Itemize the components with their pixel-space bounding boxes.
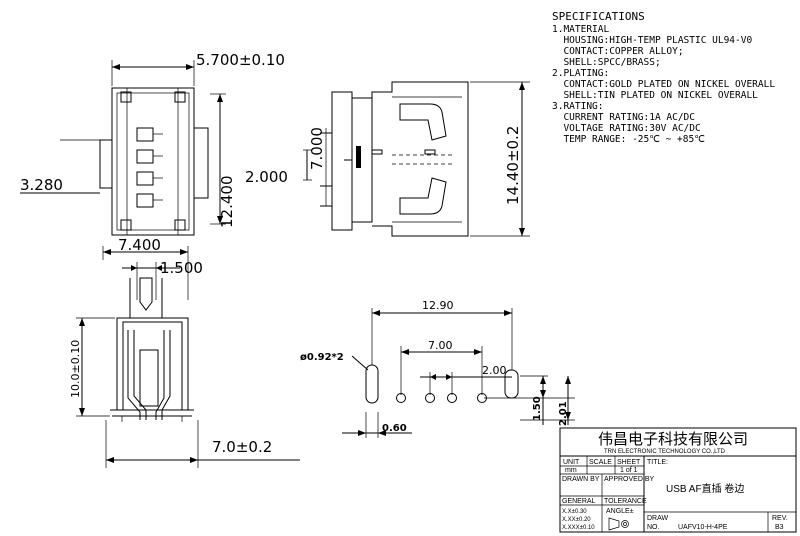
spec-line: VOLTAGE RATING:30V AC/DC bbox=[552, 123, 701, 134]
dim-inner-height: 12.400 bbox=[218, 176, 236, 229]
spec-line: 3.RATING: bbox=[552, 101, 603, 112]
spec-line: HOUSING:HIGH-TEMP PLASTIC UL94-V0 bbox=[552, 35, 752, 46]
side-view bbox=[303, 81, 530, 237]
dim-pin-pitch: 2.000 bbox=[245, 168, 288, 186]
rev-label: REV. bbox=[772, 515, 788, 522]
dim-front-height: 10.0±0.10 bbox=[69, 340, 82, 398]
spec-line: CONTACT:GOLD PLATED ON NICKEL OVERALL bbox=[552, 79, 775, 90]
sheet-label: SHEET bbox=[617, 459, 641, 466]
dim-side-7000: 7.000 bbox=[308, 127, 326, 170]
dim-pcb-7-00: 7.00 bbox=[428, 339, 453, 352]
dim-pcb-12-90: 12.90 bbox=[422, 299, 454, 312]
dim-front-width: 7.400 bbox=[118, 236, 161, 254]
title-label: TITLE: bbox=[647, 459, 668, 466]
sheet-value: 1 of 1 bbox=[620, 467, 638, 474]
dim-pcb-0-60: 0.60 bbox=[382, 423, 407, 434]
top-view bbox=[20, 60, 226, 236]
specifications-block: SPECIFICATIONS 1.MATERIAL HOUSING:HIGH-T… bbox=[552, 10, 775, 145]
pcb-layout bbox=[342, 308, 575, 438]
scale-label: SCALE bbox=[589, 459, 612, 466]
spec-line: SHELL:TIN PLATED ON NICKEL OVERALL bbox=[552, 90, 758, 101]
dim-bottom-width: 7.0±0.2 bbox=[212, 438, 272, 456]
dim-pcb-hole: ø0.92*2 bbox=[300, 352, 344, 363]
general-label: GENERAL bbox=[562, 498, 596, 505]
spec-line: 2.PLATING: bbox=[552, 68, 609, 79]
title-value: USB AF直插 卷边 bbox=[666, 482, 744, 495]
drawing-number: UAFV10-H-4PE bbox=[678, 524, 728, 531]
dim-front-1500: 1.500 bbox=[160, 259, 203, 277]
dim-side-height: 14.40±0.2 bbox=[504, 126, 522, 205]
spec-line: CURRENT RATING:1A AC/DC bbox=[552, 112, 695, 123]
spec-title: SPECIFICATIONS bbox=[552, 10, 645, 23]
dim-pcb-2-00: 2.00 bbox=[482, 364, 507, 377]
spec-line: TEMP RANGE: -25℃ ~ +85℃ bbox=[552, 134, 705, 145]
tolerance-label: TOLERANCE bbox=[604, 498, 647, 505]
spec-line: SHELL:SPCC/BRASS; bbox=[552, 57, 661, 68]
projection-symbol-icon bbox=[608, 517, 629, 531]
title-block bbox=[559, 427, 797, 533]
tolerance-2: X.XX±0.20 bbox=[562, 517, 591, 523]
spec-line: CONTACT:COPPER ALLOY; bbox=[552, 46, 684, 57]
drawn-by-label: DRAWN BY bbox=[562, 476, 600, 483]
approved-by-label: APPROVED BY bbox=[604, 476, 655, 483]
company-name-en: TRN ELECTRONIC TECHNOLOGY CO.,LTD bbox=[604, 449, 726, 455]
no-label: NO. bbox=[647, 524, 660, 531]
front-view bbox=[76, 246, 300, 468]
tolerance-3: X.XXX±0.10 bbox=[562, 525, 595, 531]
angle-label: ANGLE± bbox=[606, 508, 634, 515]
unit-value: mm bbox=[565, 467, 577, 474]
dim-left-offset: 3.280 bbox=[20, 176, 63, 194]
tolerance-1: X.X±0.30 bbox=[562, 509, 587, 515]
unit-label: UNIT bbox=[563, 459, 580, 466]
dim-pcb-1-50: 1.50 bbox=[532, 396, 543, 421]
spec-line: 1.MATERIAL bbox=[552, 24, 609, 35]
draw-label: DRAW bbox=[647, 515, 669, 522]
dim-pcb-2-01: 2.01 bbox=[558, 401, 569, 426]
rev-value: B3 bbox=[775, 524, 784, 531]
company-name-cn: 伟昌电子科技有限公司 bbox=[598, 430, 748, 448]
dim-width-top: 5.700±0.10 bbox=[196, 51, 285, 69]
